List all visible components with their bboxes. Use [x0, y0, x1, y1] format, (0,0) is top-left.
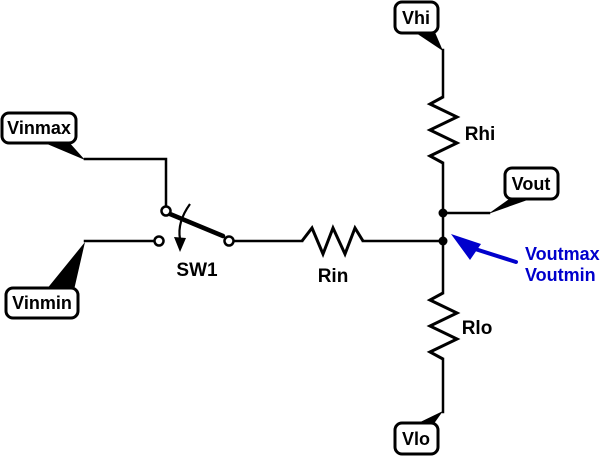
sw1-label: SW1 [176, 260, 218, 281]
wires [83, 48, 491, 414]
vout-flag-box [503, 166, 560, 201]
net-flag-vlo: Vlo [393, 411, 443, 456]
rlo-label: Rlo [462, 318, 493, 339]
wire-vinmax-to-switch [83, 157, 168, 208]
vhi-flag-tail [413, 30, 443, 51]
vinmin-flag-tail [46, 242, 85, 290]
vout-flag-label: Vout [512, 174, 551, 194]
resistor-rlo: Rlo [426, 291, 493, 361]
rin-symbol [300, 224, 365, 259]
vinmax-flag-box [0, 111, 78, 145]
vinmin-flag-box [4, 286, 80, 320]
annotation-line1: Voutmax [525, 244, 600, 264]
rin-label: Rin [318, 266, 349, 287]
resistor-rin: Rin [300, 224, 365, 287]
switch-terminal-left [153, 235, 165, 247]
vhi-flag-box [393, 0, 440, 35]
switch-terminal-right [223, 235, 235, 247]
net-flag-vhi: Vhi [393, 0, 443, 51]
rlo-symbol [426, 291, 461, 361]
junction-dot-rin-node [438, 236, 448, 246]
annotation-arrowhead [451, 234, 481, 260]
net-flag-vinmax: Vinmax [0, 111, 85, 160]
vout-flag-tail [488, 197, 536, 214]
rhi-label: Rhi [465, 124, 496, 145]
vinmax-flag-label: Vinmax [7, 118, 71, 138]
switch-terminal-top [160, 205, 172, 217]
switch-sw1: SW1 [153, 203, 235, 281]
vlo-flag-label: Vlo [402, 429, 430, 449]
resistor-rhi: Rhi [426, 95, 496, 165]
switch-motion-arrowhead [174, 237, 186, 252]
rhi-symbol [426, 95, 461, 165]
vhi-flag-label: Vhi [402, 8, 430, 28]
vinmax-flag-tail [40, 141, 85, 160]
junction-dot-vout-node [438, 208, 448, 218]
net-flag-vinmin: Vinmin [4, 242, 85, 320]
annotation-line2: Voutmin [525, 265, 596, 285]
vlo-flag-box [393, 421, 440, 456]
switch-motion-arc [178, 203, 191, 240]
annotation-arrow-shaft [470, 246, 518, 264]
annotation-vout-range: Voutmax Voutmin [451, 234, 600, 285]
net-flag-vout: Vout [488, 166, 560, 214]
vinmin-flag-label: Vinmin [12, 293, 72, 313]
switch-blade [167, 211, 226, 239]
